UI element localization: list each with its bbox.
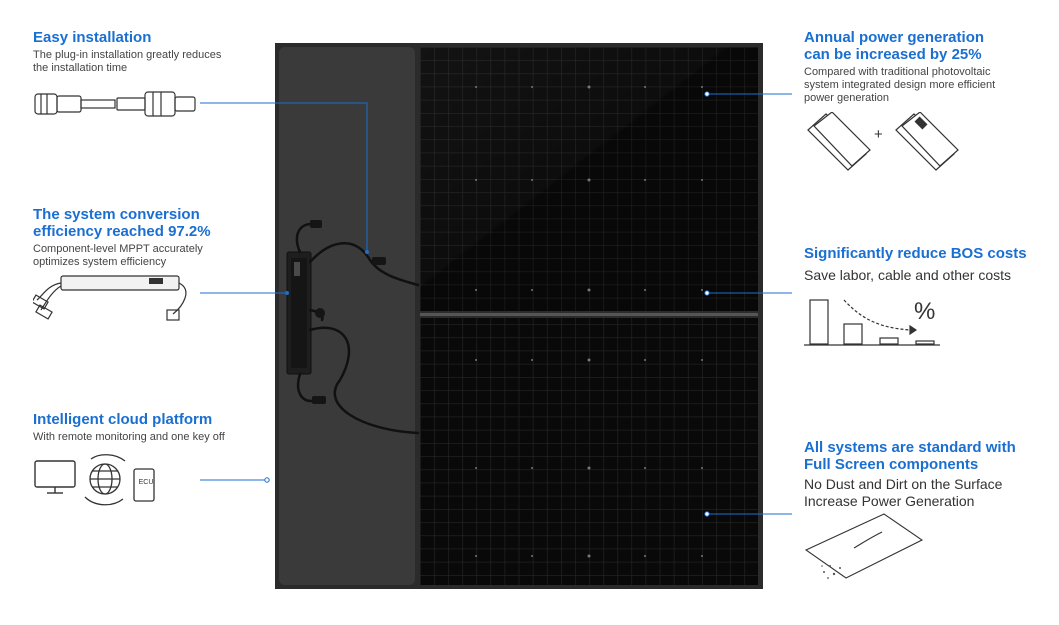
feature-description: The plug-in installation greatly reduces… xyxy=(33,49,222,74)
feature-annual-power: Annual power generation can be increased… xyxy=(804,29,1019,105)
feature-title: All systems are standard with Full Scree… xyxy=(804,439,1016,473)
feature-title: Intelligent cloud platform xyxy=(33,411,213,428)
feature-easy-installation: Easy installation The plug-in installati… xyxy=(33,29,248,75)
feature-full-screen: All systems are standard with Full Scree… xyxy=(804,439,1044,510)
monitor-icon xyxy=(34,460,76,494)
mc4-connector-icon xyxy=(34,91,196,117)
feature-title: Annual power generation can be increased… xyxy=(804,29,985,63)
feature-description: Component-level MPPT accurately optimize… xyxy=(33,243,203,268)
micro-inverter xyxy=(286,251,312,375)
cloud-platform-icons xyxy=(34,454,155,506)
ecu-label: ECU xyxy=(138,479,154,486)
percent-sign: % xyxy=(914,298,936,325)
ecu-icon xyxy=(133,468,155,502)
feature-title: The system conversion efficiency reached… xyxy=(33,206,211,240)
cost-reduction-chart-icon xyxy=(804,299,940,346)
globe-icon xyxy=(84,454,126,506)
traditional-panel-icon xyxy=(807,112,871,171)
feature-conversion-efficiency: The system conversion efficiency reached… xyxy=(33,206,248,269)
feature-description: Save labor, cable and other costs xyxy=(804,267,1012,283)
micro-inverter-icon xyxy=(33,275,187,321)
feature-cloud-platform: Intelligent cloud platform With remote m… xyxy=(33,411,273,444)
clean-surface-icon xyxy=(804,513,924,579)
feature-bos-costs: Significantly reduce BOS costs Save labo… xyxy=(804,245,1044,284)
panel-comparison-icon xyxy=(807,112,959,171)
feature-title: Significantly reduce BOS costs xyxy=(804,245,1027,262)
feature-description: No Dust and Dirt on the Surface Increase… xyxy=(804,476,1003,509)
feature-description: With remote monitoring and one key off xyxy=(33,431,225,443)
brand-label-icon xyxy=(149,278,163,284)
feature-description: Compared with traditional photovoltaic s… xyxy=(804,66,996,104)
feature-title: Easy installation xyxy=(33,29,152,46)
panel-backsheet xyxy=(279,47,415,585)
integrated-panel-icon xyxy=(895,112,959,171)
plus-sign: + xyxy=(874,126,883,143)
